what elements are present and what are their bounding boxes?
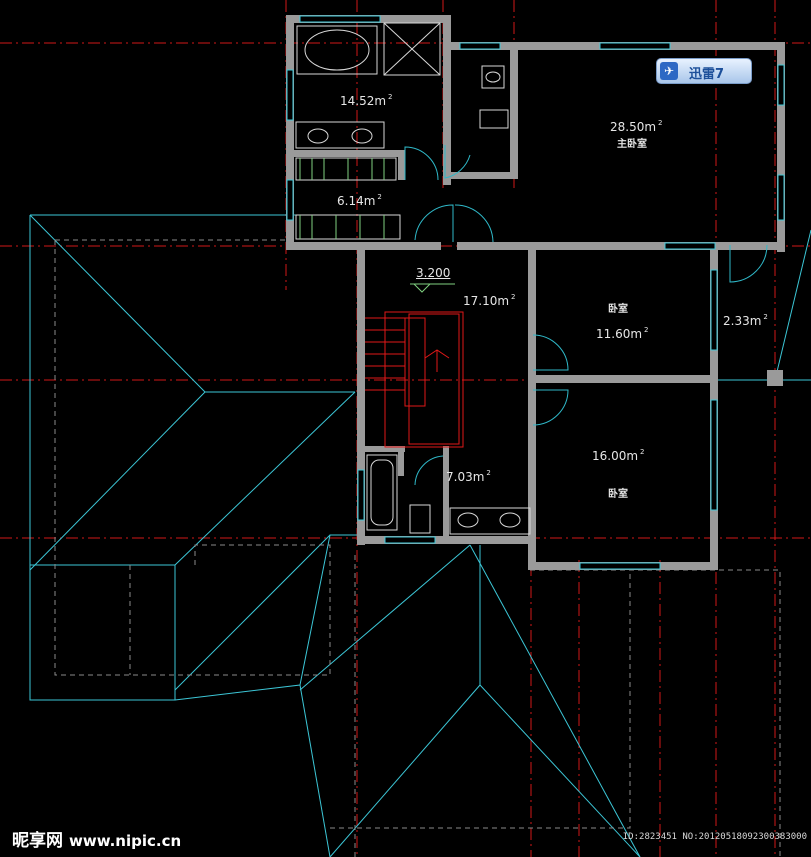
room-name-bedroom-lower: 卧室 [608,489,628,500]
level-mark: 3.200 [416,266,451,280]
room-name-master-bedroom: 主卧室 [617,139,647,150]
staircase [365,311,464,448]
watermark-brand: 昵享网 www.nipic.cn [12,826,181,851]
xunlei-badge[interactable]: ✈ 迅雷7 [656,58,752,84]
badge-label: 迅雷7 [689,67,725,82]
door-swings [404,145,768,486]
room-name-bedroom-upper: 卧室 [608,304,628,315]
bathroom-fixtures [295,22,531,535]
wardrobe-hatch [299,158,385,239]
level-marker [410,283,455,293]
watermark-id: ID:2823451 NO:20120518092300383000 [622,832,807,842]
watermark-brand-text: 昵享网 [12,831,63,851]
windows [286,15,785,570]
watermark-site: www.nipic.cn [69,832,182,850]
bird-icon: ✈ [660,62,678,80]
